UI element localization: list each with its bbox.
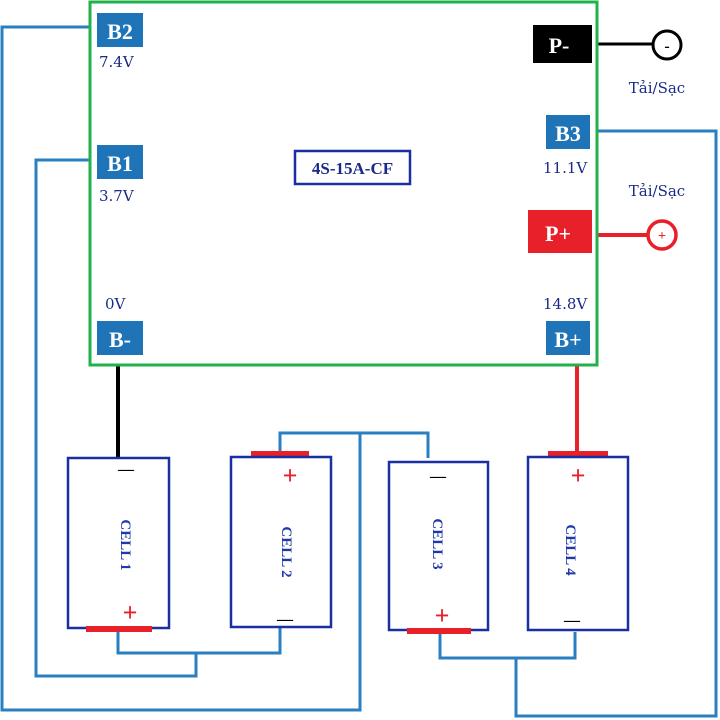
pad-pminus-label: P- [549, 33, 570, 58]
pad-pplus [528, 210, 592, 253]
model-label-box [293, 149, 412, 186]
cell-1-label: CELL 1 [117, 519, 133, 570]
pad-b2 [97, 13, 143, 47]
cell-4-bottom-sign: — [563, 612, 581, 629]
cell-1-top-sign: — [117, 461, 135, 478]
pad-b3-label: B3 [555, 121, 581, 146]
pad-bplus-label: B+ [554, 327, 581, 352]
cell-2-top-terminal [251, 451, 309, 457]
cell-4-top-terminal [548, 451, 608, 457]
cell-3-top-sign: — [429, 468, 447, 485]
wire-b1 [34, 158, 198, 678]
wire-cell3-cell4 [438, 632, 577, 660]
cell-3-bottom-terminal [407, 628, 471, 634]
pad-bplus-voltage: 14.8V [543, 295, 588, 313]
model-label: 4S-15A-CF [312, 159, 393, 178]
cell-4-top-sign: + [571, 461, 586, 490]
wire-b3 [514, 129, 718, 718]
terminal-negative-symbol: - [664, 38, 669, 55]
pad-b2-label: B2 [107, 19, 133, 44]
cell-3: — + CELL 3 [387, 460, 490, 634]
pad-b3 [546, 115, 590, 149]
cell-1-bottom-terminal [86, 626, 152, 632]
pad-bminus [97, 321, 143, 355]
pad-b1-label: B1 [107, 151, 133, 176]
terminal-negative [651, 29, 683, 61]
cell-3-bottom-sign: + [435, 601, 450, 630]
pad-bminus-label: B- [109, 327, 131, 352]
pad-b1-voltage: 3.7V [99, 187, 135, 205]
pad-bplus [546, 321, 590, 355]
cell-3-label: CELL 3 [429, 518, 445, 569]
cell-1: — + CELL 1 [66, 456, 171, 632]
wire-cell1-cell2 [116, 628, 282, 655]
pad-pminus [533, 25, 592, 63]
cell-2-label: CELL 2 [278, 526, 294, 577]
wire-b2 [0, 25, 430, 712]
cell-4: + — CELL 4 [526, 451, 630, 632]
terminal-positive [646, 219, 678, 251]
terminal-positive-symbol: + [658, 229, 666, 244]
pad-b1 [97, 145, 143, 179]
pad-b3-voltage: 11.1V [543, 159, 588, 177]
cell-2-top-sign: + [283, 461, 298, 490]
cell-2: + — CELL 2 [229, 451, 333, 629]
wire-cell2-cell3 [278, 431, 360, 453]
terminal-positive-caption: Tải/Sạc [629, 182, 685, 200]
terminal-negative-caption: Tải/Sạc [629, 79, 685, 97]
pad-b2-voltage: 7.4V [99, 53, 135, 71]
cell-2-bottom-sign: — [276, 611, 294, 628]
pad-bminus-voltage: 0V [105, 295, 127, 313]
cell-1-bottom-sign: + [123, 598, 138, 627]
cell-4-label: CELL 4 [562, 524, 578, 576]
pad-pplus-label: P+ [545, 221, 571, 246]
